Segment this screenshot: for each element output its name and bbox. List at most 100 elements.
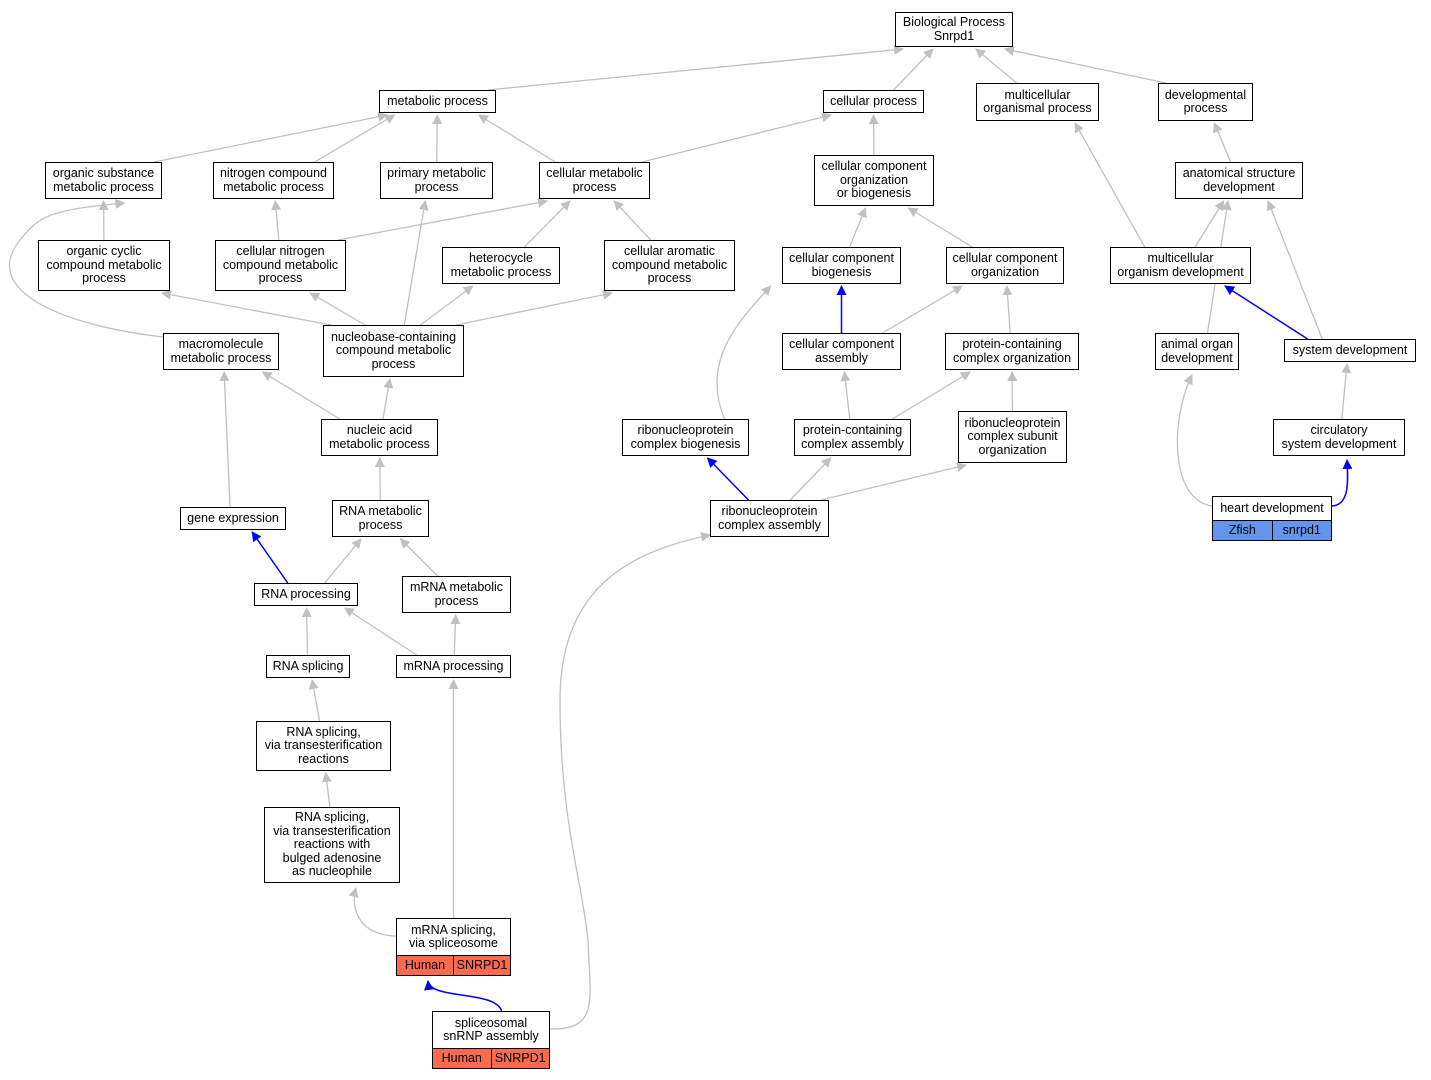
edge-orgsub-to-metabolic (153, 111, 388, 163)
edge-rnaproc-to-rnameta (324, 538, 362, 584)
edge-mrnasplice-to-rnabulged (348, 887, 397, 937)
edge-multicellular-to-bp (975, 48, 1018, 84)
edge-heterocycle-to-cellmeta (523, 200, 571, 248)
go-term-nitrogen[interactable]: nitrogen compound metabolic process (213, 162, 334, 199)
edge-macro-to-orgsub (8, 198, 164, 338)
edge-cellmeta-to-metabolic (477, 114, 556, 163)
go-term-label: RNA splicing, via transesterification re… (264, 724, 383, 766)
edge-pcassembly-to-ccassembly (840, 371, 851, 420)
go-term-rnaproc[interactable]: RNA processing (254, 583, 358, 606)
go-term-label: ribonucleoprotein complex biogenesis (630, 423, 741, 451)
go-term-label: metabolic process (387, 93, 488, 108)
highlight-edge-rnpassembly-to-rnpbiog (706, 457, 750, 501)
go-term-animalorgan[interactable]: animal organ development (1155, 333, 1239, 370)
go-term-rnpbiog[interactable]: ribonucleoprotein complex biogenesis (622, 419, 749, 456)
go-term-rnpsubunit[interactable]: ribonucleoprotein complex subunit organi… (958, 411, 1067, 463)
edge-anatomical-to-developmental (1213, 122, 1232, 163)
edge-aromatic-to-cellmeta (613, 200, 652, 241)
go-term-heterocycle[interactable]: heterocycle metabolic process (442, 247, 560, 284)
go-term-label: cellular process (830, 93, 917, 108)
go-term-label: anatomical structure development (1182, 166, 1296, 194)
go-term-rnabulged[interactable]: RNA splicing, via transesterification re… (264, 807, 400, 883)
go-term-cellular[interactable]: cellular process (823, 90, 924, 113)
go-term-label: nitrogen compound metabolic process (219, 166, 328, 194)
edge-nitrogen-to-metabolic (314, 114, 396, 163)
go-term-label: heterocycle metabolic process (450, 251, 552, 279)
go-term-label: ribonucleoprotein complex assembly (718, 504, 821, 532)
go-term-label: ribonucleoprotein complex subunit organi… (964, 415, 1061, 457)
go-term-orgsub[interactable]: organic substance metabolic process (45, 162, 162, 199)
go-term-ccassembly[interactable]: cellular component assembly (782, 333, 901, 370)
go-term-mrnameta[interactable]: mRNA metabolic process (402, 576, 511, 613)
edge-rnatrans-to-rnasplicing (308, 679, 321, 722)
go-term-label: circulatory system development (1281, 423, 1397, 451)
edge-pcorg-to-ccorg (1002, 285, 1013, 334)
go-term-orgcyclic[interactable]: organic cyclic compound metabolic proces… (38, 240, 170, 291)
go-term-nucleobase[interactable]: nucleobase-containing compound metabolic… (323, 325, 464, 377)
gene-tag: snrpd1 (1271, 521, 1331, 540)
go-term-label: cellular component organization or bioge… (821, 159, 927, 201)
go-term-label: cellular component biogenesis (789, 251, 894, 279)
edge-nucleic-to-macro (261, 371, 341, 420)
go-term-nucleic[interactable]: nucleic acid metabolic process (321, 419, 438, 456)
go-term-macro[interactable]: macromolecule metabolic process (163, 333, 279, 370)
edge-pcassembly-to-pcorg (892, 371, 971, 420)
go-term-anatomical[interactable]: anatomical structure development (1175, 162, 1303, 199)
edge-mcdev-to-anatomical (1194, 200, 1225, 248)
edge-ccorg-to-ccob (907, 207, 973, 248)
go-term-aromatic[interactable]: cellular aromatic compound metabolic pro… (604, 240, 735, 291)
edge-nucleic-to-nucleobase (382, 378, 394, 420)
go-term-ccorg[interactable]: cellular component organization (946, 247, 1064, 284)
go-term-rnameta[interactable]: RNA metabolic process (332, 500, 429, 537)
go-term-label: organic substance metabolic process (52, 166, 155, 194)
edge-nucleobase-to-orgcyclic (161, 289, 332, 326)
edge-nucleobase-to-cellnitrogen (309, 292, 366, 326)
highlight-edge-heart-to-circ (1331, 459, 1353, 507)
go-term-sysdev[interactable]: system development (1284, 339, 1416, 362)
go-term-rnpassembly[interactable]: ribonucleoprotein complex assembly (710, 500, 829, 537)
go-term-label: gene expression (187, 510, 279, 525)
go-term-developmental[interactable]: developmental process (1158, 83, 1253, 121)
go-term-label: cellular component assembly (789, 337, 894, 365)
go-term-circ[interactable]: circulatory system development (1273, 419, 1405, 456)
go-term-label: protein-containing complex assembly (801, 423, 904, 451)
edge-rnpassembly-to-rnpsubunit (820, 462, 967, 501)
edge-rnpassembly-to-pcassembly (789, 457, 832, 501)
highlight-edge-sysdev-to-mcdev (1224, 285, 1309, 340)
go-term-geneexpr[interactable]: gene expression (180, 507, 286, 530)
go-term-rnasplicing[interactable]: RNA splicing (266, 655, 350, 678)
go-term-label: protein-containing complex organization (952, 337, 1072, 365)
go-term-label: system development (1292, 342, 1408, 357)
go-term-pcassembly[interactable]: protein-containing complex assembly (794, 419, 911, 456)
go-term-ccbiog[interactable]: cellular component biogenesis (782, 247, 901, 284)
go-term-metabolic[interactable]: metabolic process (379, 90, 496, 113)
go-term-bp[interactable]: Biological Process Snrpd1 (895, 12, 1013, 47)
go-term-multicellular[interactable]: multicellular organismal process (976, 83, 1099, 121)
highlight-edge-snrnp-to-mrnasplice (424, 980, 503, 1012)
go-term-cellnitrogen[interactable]: cellular nitrogen compound metabolic pro… (215, 240, 346, 291)
go-term-label: primary metabolic process (387, 166, 486, 194)
highlight-edge-rnaproc-to-geneexpr (251, 531, 289, 584)
edge-ccassembly-to-ccorg (882, 285, 963, 334)
go-term-mcdev[interactable]: multicellular organism development (1110, 247, 1251, 284)
edge-cellmeta-to-cellular (641, 112, 832, 163)
go-term-pcorg[interactable]: protein-containing complex organization (945, 333, 1079, 370)
go-term-primary[interactable]: primary metabolic process (380, 162, 493, 199)
go-term-cellmeta[interactable]: cellular metabolic process (539, 162, 650, 199)
go-term-mrnaproc[interactable]: mRNA processing (396, 655, 511, 678)
go-term-label: nucleobase-containing compound metabolic… (330, 329, 457, 371)
gene-tag: SNRPD1 (453, 956, 510, 975)
go-term-rnatrans[interactable]: RNA splicing, via transesterification re… (256, 721, 391, 771)
edge-nucleobase-to-aromatic (455, 289, 613, 326)
edge-mrnaproc-to-mrnameta (450, 614, 461, 656)
go-term-ccob[interactable]: cellular component organization or bioge… (814, 155, 934, 206)
go-term-label: nucleic acid metabolic process (329, 423, 430, 451)
edge-mrnaproc-to-rnaproc (343, 607, 417, 656)
edge-nucleobase-to-primary (403, 200, 429, 326)
